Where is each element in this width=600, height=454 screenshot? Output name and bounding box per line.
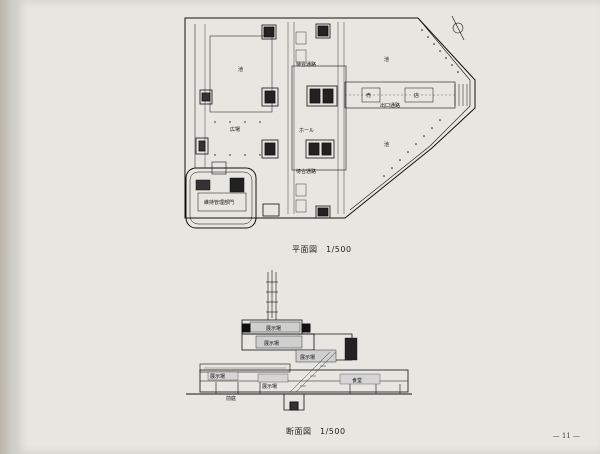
label-waiting-top: 待合通路 bbox=[296, 61, 316, 68]
section-drawing bbox=[186, 270, 412, 411]
label-pond-right-bottom: 池 bbox=[384, 141, 389, 148]
floor-plan bbox=[184, 15, 476, 229]
label-restaurant: 食堂 bbox=[352, 377, 362, 384]
north-arrow-icon bbox=[451, 15, 465, 41]
label-pond-left: 池 bbox=[238, 66, 243, 73]
plan-caption: 平面図 1/500 bbox=[292, 245, 352, 254]
label-maintenance: 維持管理部門 bbox=[204, 199, 234, 206]
label-gallery-mid: 展示場 bbox=[264, 340, 279, 347]
label-plaza: 広場 bbox=[230, 126, 240, 133]
label-exit-corridor: 出口通路 bbox=[380, 102, 400, 109]
label-exhibit-lower-mid: 展示場 bbox=[262, 383, 277, 390]
label-void: 前庭 bbox=[226, 395, 236, 402]
book-page bbox=[14, 0, 600, 454]
label-hall: ホール bbox=[299, 128, 314, 134]
label-waiting-bottom: 待合通路 bbox=[296, 168, 316, 175]
label-gallery-right: 展示場 bbox=[300, 354, 315, 361]
label-shop-2: 店 bbox=[414, 92, 419, 99]
section-labels: 展示場 展示場 展示場 展示場 展示場 食堂 前庭 bbox=[210, 325, 362, 402]
section-caption: 断面図 1/500 bbox=[286, 427, 346, 436]
book-spine bbox=[0, 0, 14, 454]
label-exhibit-lower-left: 展示場 bbox=[210, 373, 225, 380]
label-gallery-top: 展示場 bbox=[266, 325, 281, 332]
label-pond-right-top: 池 bbox=[384, 56, 389, 63]
page-number: — 11 — bbox=[552, 432, 580, 440]
label-shop-1: 売 bbox=[366, 92, 371, 99]
plan-labels: 池 広場 池 池 ホール 待合通路 待合通路 出口通路 売 店 維持管理部門 bbox=[204, 56, 419, 206]
